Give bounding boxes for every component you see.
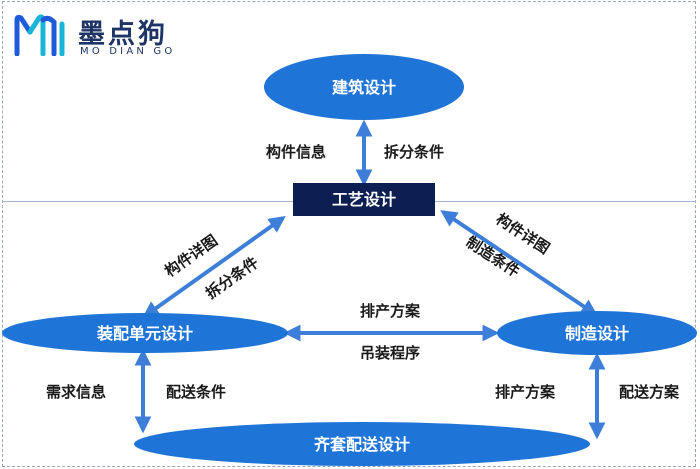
logo-english-name: MO DIAN GO — [80, 46, 176, 57]
node-assembly-unit-design: 装配单元设计 — [2, 313, 288, 353]
label-manufacturing-conditions: 制造条件 — [463, 233, 523, 281]
label-production-plan-middle: 排产方案 — [360, 302, 421, 320]
label-hoisting-procedure: 吊装程序 — [360, 344, 420, 362]
label-component-detail-left: 构件详图 — [161, 231, 220, 280]
label-component-info: 构件信息 — [266, 143, 326, 161]
arrow-process-manufacturing — [440, 210, 598, 316]
label-production-plan-right: 排产方案 — [495, 383, 556, 401]
label-split-conditions-left: 拆分条件 — [202, 253, 261, 302]
label-delivery-plan: 配送方案 — [619, 383, 680, 401]
node-manufacturing-label: 制造设计 — [565, 324, 629, 343]
node-assembly-unit-label: 装配单元设计 — [96, 324, 193, 343]
logo-mark-icon — [14, 14, 65, 56]
node-architecture-label: 建筑设计 — [332, 78, 396, 97]
node-process-label: 工艺设计 — [332, 190, 396, 209]
node-manufacturing-design: 制造设计 — [497, 311, 697, 355]
logo-chinese-name: 墨点狗 — [78, 19, 168, 50]
label-delivery-conditions: 配送条件 — [166, 383, 226, 401]
node-architecture-design: 建筑设计 — [264, 54, 464, 120]
arrow-process-assembly — [142, 216, 286, 318]
node-delivery-design: 齐套配送设计 — [134, 422, 590, 466]
logo: 墨点狗 MO DIAN GO — [14, 10, 214, 58]
label-split-conditions-top: 拆分条件 — [384, 143, 444, 161]
node-delivery-label: 齐套配送设计 — [314, 435, 410, 454]
label-demand-info: 需求信息 — [46, 383, 106, 401]
node-process-design: 工艺设计 — [293, 183, 435, 216]
